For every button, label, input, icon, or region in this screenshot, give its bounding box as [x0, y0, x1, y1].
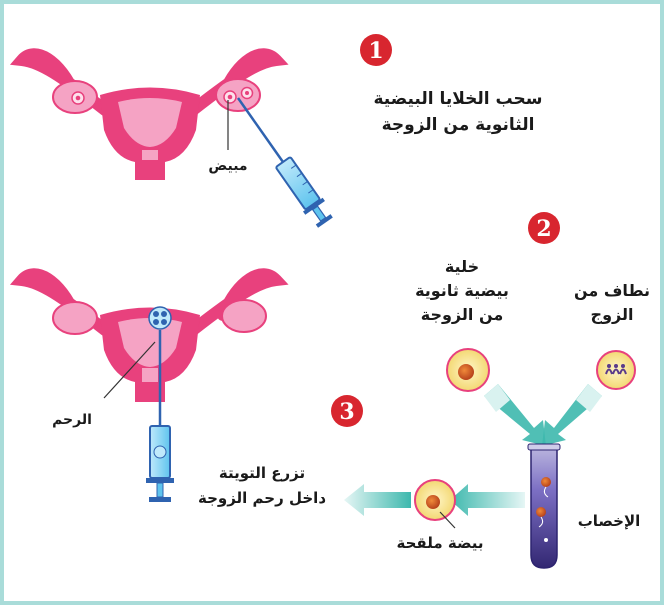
- uterus-bottom: [22, 274, 276, 402]
- step-1-caption-line1: سحب الخلايا البيضية: [373, 89, 542, 109]
- implant-label-line2: داخل رحم الزوجة: [198, 489, 326, 507]
- embryo: [149, 307, 171, 329]
- zygote-label: بيضة ملقحة: [397, 534, 484, 552]
- step-2-number: 2: [536, 216, 551, 242]
- oocyte-cell: [447, 349, 489, 391]
- step-1-caption-line2: الثانوية من الزوجة: [382, 115, 535, 135]
- sperm-label-line1: نطاف من: [574, 281, 650, 300]
- oocyte-label-line1: خلية: [445, 257, 479, 276]
- ovary-label: مبيض: [208, 158, 247, 174]
- zygote-cell: [415, 480, 455, 520]
- syringe-top: [238, 98, 335, 230]
- oocyte-label-line3: من الزوجة: [421, 305, 504, 324]
- arrow-tube-to-zygote: [450, 484, 525, 516]
- fertilization-label: الإخصاب: [578, 512, 641, 530]
- arrow-oocyte-to-tube: [484, 384, 546, 446]
- sperm-cell: [597, 351, 635, 389]
- arrow-sperm-to-tube: [542, 384, 602, 446]
- arrow-zygote-to-uterus: [344, 484, 411, 516]
- implant-label-line1: تزرع التويتة: [219, 464, 305, 482]
- step-3-number: 3: [339, 399, 354, 425]
- right-ovary: [216, 79, 260, 111]
- step-1-number: 1: [368, 38, 383, 64]
- uterus-label: الرحم: [52, 412, 92, 428]
- fertilization-tube: [528, 444, 560, 568]
- oocyte-label-line2: بيضية ثانوية: [415, 281, 509, 300]
- sperm-label-line2: الزوج: [591, 305, 634, 324]
